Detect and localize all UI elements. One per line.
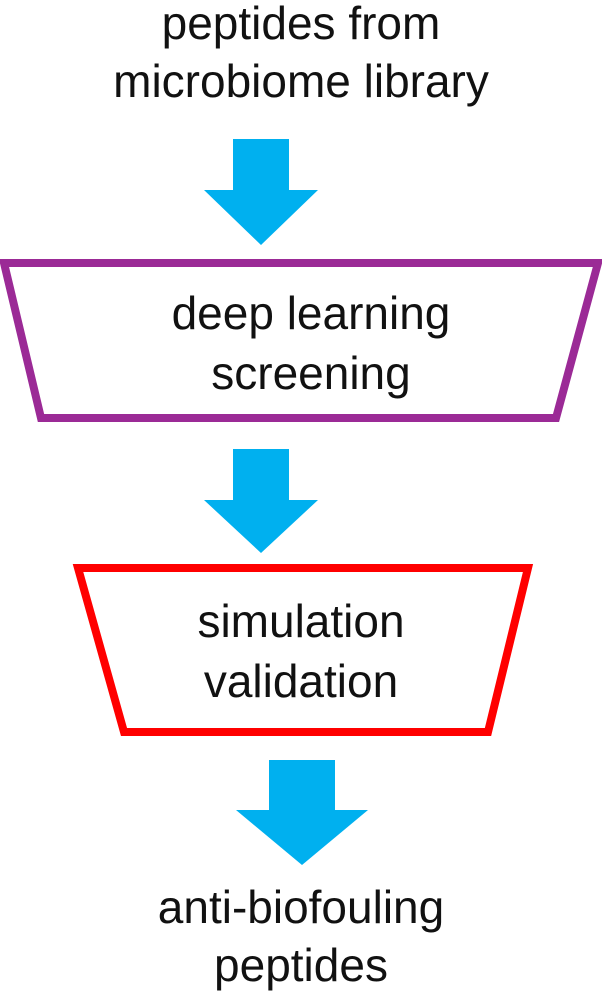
step2-label-line1: simulation — [197, 595, 405, 647]
arrow-down-3 — [236, 760, 368, 865]
step1-label-line2: screening — [211, 347, 411, 399]
arrow-down-1 — [204, 139, 318, 245]
funnel-step-simulation — [72, 564, 534, 736]
input-label-line2: microbiome library — [113, 55, 489, 107]
step1-label-line1: deep learning — [171, 287, 451, 339]
step2-label-line2: validation — [203, 655, 399, 707]
input-label-line1: peptides from — [161, 0, 441, 49]
arrow-down-2 — [204, 449, 318, 553]
funnel-step-deep-learning — [0, 259, 602, 422]
output-label-line1: anti-biofouling — [157, 881, 445, 933]
output-label-line2: peptides — [214, 939, 388, 991]
